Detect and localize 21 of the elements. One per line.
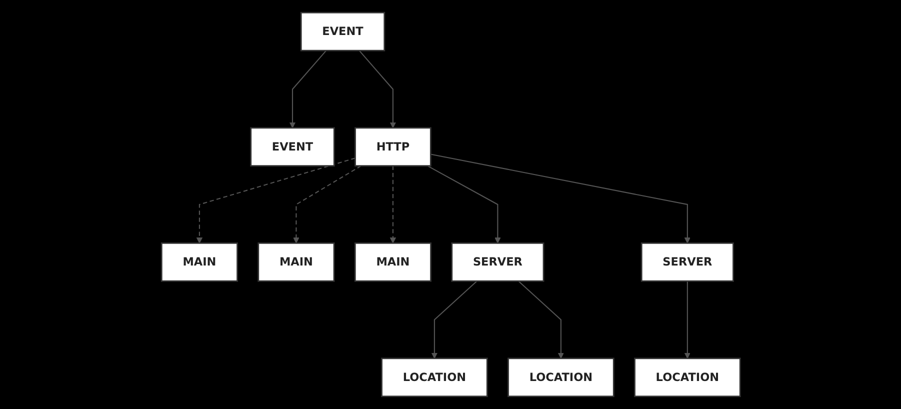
node-box: MAIN — [354, 242, 432, 282]
node-box: SERVER — [640, 242, 734, 282]
node-box: MAIN — [257, 242, 334, 282]
arrow — [430, 280, 477, 359]
node-box: LOCATION — [507, 358, 614, 398]
node-box: EVENT — [250, 127, 334, 167]
arrow — [426, 165, 500, 244]
node-box: HTTP — [354, 127, 431, 167]
arrow — [430, 154, 690, 244]
arrow — [289, 50, 326, 128]
node-box: MAIN — [160, 242, 238, 282]
node-box: EVENT — [300, 12, 385, 52]
node-box: LOCATION — [380, 358, 488, 398]
arrow — [518, 280, 564, 359]
arrow — [389, 166, 396, 244]
node-box: LOCATION — [634, 358, 740, 398]
arrow — [358, 50, 396, 128]
node-box: SERVER — [450, 242, 544, 282]
arrow — [292, 165, 361, 244]
arrow — [196, 158, 356, 244]
arrow — [684, 281, 690, 359]
